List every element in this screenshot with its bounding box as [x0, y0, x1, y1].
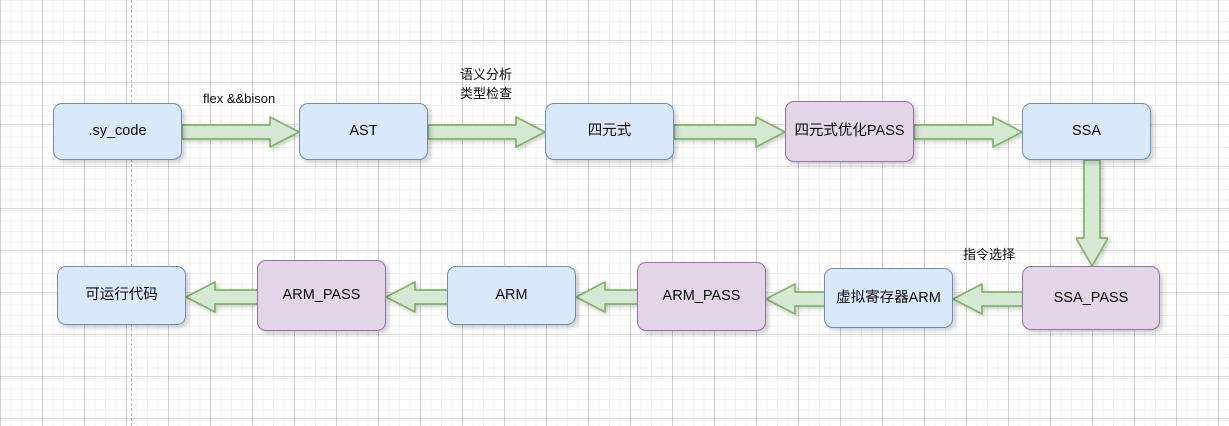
edge-label-semantic-analysis: 语义分析 — [460, 67, 513, 82]
page-break-line — [131, 0, 132, 426]
arrow-quad-to-quad_opt_pass — [674, 116, 786, 148]
node-runnable-code[interactable]: 可运行代码 — [57, 266, 186, 325]
node-quadruple[interactable]: 四元式 — [545, 103, 674, 160]
arrow-quad_opt_pass-to-ssa — [914, 116, 1023, 148]
arrow-vreg_arm-to-arm_pass_2 — [765, 283, 826, 315]
node-sy-code[interactable]: .sy_code — [53, 103, 182, 160]
arrow-ssa-to-ssa_pass — [1076, 160, 1108, 267]
arrow-arm_pass_2-to-arm — [575, 281, 639, 313]
arrow-arm_pass_1-to-runnable_code — [185, 281, 259, 313]
node-ast[interactable]: AST — [299, 103, 428, 160]
node-virtual-reg-arm[interactable]: 虚拟寄存器ARM — [824, 268, 953, 328]
node-ssa[interactable]: SSA — [1022, 103, 1151, 160]
node-arm[interactable]: ARM — [447, 266, 576, 325]
arrow-sy_code-to-ast — [182, 116, 300, 148]
edge-label-flex-bison: flex &&bison — [203, 91, 276, 106]
node-quad-opt-pass[interactable]: 四元式优化PASS — [785, 101, 914, 162]
arrow-ast-to-quad — [428, 116, 546, 148]
node-arm-pass-1[interactable]: ARM_PASS — [257, 260, 386, 331]
arrow-arm-to-arm_pass_1 — [385, 281, 449, 313]
edge-label-instruction-select: 指令选择 — [963, 247, 1016, 262]
node-arm-pass-2[interactable]: ARM_PASS — [637, 262, 766, 331]
edge-label-type-check: 类型检查 — [460, 86, 513, 101]
arrow-ssa_pass-to-vreg_arm — [952, 283, 1024, 315]
node-ssa-pass[interactable]: SSA_PASS — [1022, 266, 1160, 330]
